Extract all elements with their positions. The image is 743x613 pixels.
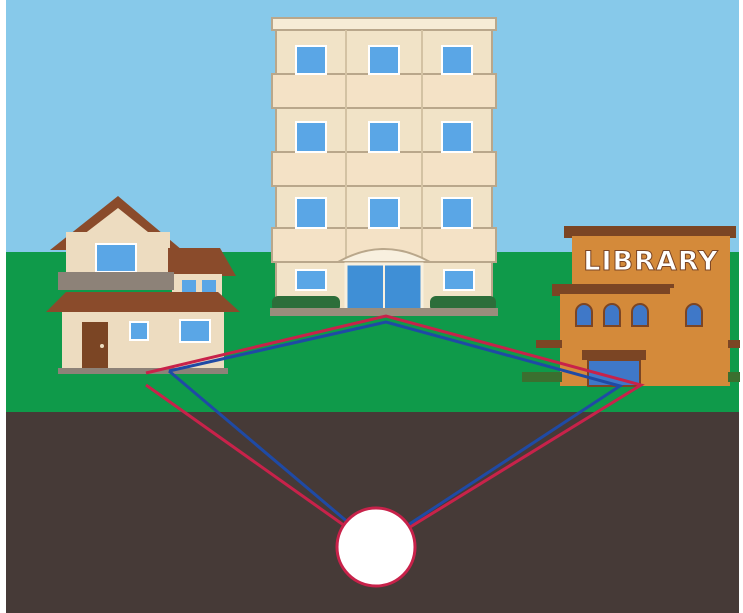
apartment-building-icon [270, 18, 498, 316]
library-sign: LIBRARY [583, 246, 718, 277]
frame-right [739, 0, 743, 613]
frame-left [0, 0, 6, 613]
circle-node-icon [337, 508, 415, 586]
